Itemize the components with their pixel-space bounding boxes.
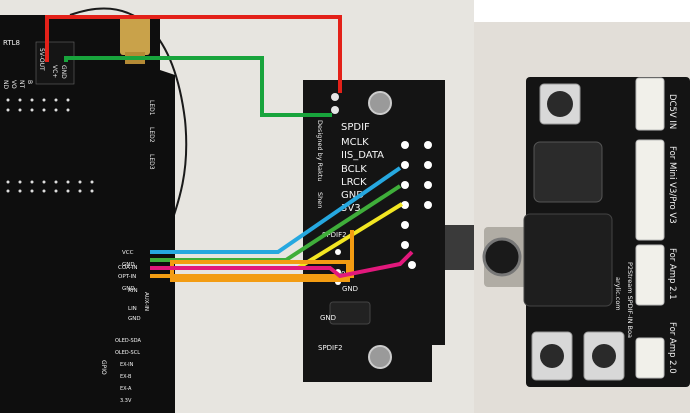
coax-jack	[523, 213, 613, 307]
pin-label-mclk: MCLK	[341, 137, 369, 148]
bottom-spdif2-label: SPDIF2	[318, 344, 343, 352]
pin-label-gnd: GND	[341, 190, 364, 201]
spdif2-label: SPDIF2	[322, 231, 347, 239]
bottom-gnd-label: GND	[320, 314, 336, 322]
website-text: arylic.com	[614, 277, 622, 311]
side-label-ex-in: EX-IN	[120, 362, 134, 368]
gpio-label: GPIO	[100, 360, 107, 375]
wiring	[45, 15, 414, 282]
side-label-coa-in: COA-IN	[118, 265, 137, 271]
chip-label: RTL8	[3, 39, 20, 47]
connector-dc5v	[635, 77, 665, 131]
wire-blue	[150, 166, 402, 254]
misc-label-2: NT	[18, 80, 25, 88]
optical-jack	[533, 141, 603, 203]
misc-label-3: B	[26, 80, 33, 84]
side-label-vcc: VCC	[122, 250, 134, 256]
misc-label-1: VO	[10, 80, 17, 89]
side-label-ex-b: EX-B	[120, 374, 132, 380]
designer-credit-2: Shen	[316, 192, 324, 208]
screw-head	[368, 91, 392, 115]
power-header-label: 5V-OUT	[38, 48, 45, 71]
side-label-gnd-3: GND	[128, 316, 141, 322]
wire-red	[45, 15, 342, 93]
middle-board-pins	[335, 141, 432, 285]
side-label-ex-a: EX-A	[120, 386, 132, 392]
side-label-gnd: GND	[122, 262, 135, 268]
mount-hole	[331, 106, 339, 114]
pin-label-lrck: LRCK	[341, 177, 367, 188]
mount-hole	[331, 93, 339, 101]
label-mini-v3: For Mini V3/Pro V3	[667, 146, 677, 224]
adapter-board-svg: DC5V IN For Mini V3/Pro V3 For Amp 2.1 F…	[482, 77, 690, 387]
side-label-oled-sda: OLED-SDA	[115, 338, 141, 344]
bottom-block	[329, 301, 371, 325]
label-amp-21: For Amp 2.1	[667, 248, 677, 300]
side-label-3v3: 3.3V	[120, 398, 132, 404]
capacitor-top	[547, 91, 573, 117]
connector-amp-20	[635, 337, 665, 379]
wire-green	[64, 56, 332, 117]
wire-magenta	[150, 250, 414, 279]
adapter-board-photo: DC5V IN For Mini V3/Pro V3 For Amp 2.1 F…	[474, 22, 690, 413]
connector-mini-v3	[635, 139, 665, 241]
screw-head	[368, 345, 392, 369]
wire-orange	[150, 230, 354, 282]
wiring-photo: 5V-OUT VC+ GND RTL8 ND VO NT B	[0, 0, 474, 413]
led-label-2: LED2	[148, 127, 155, 143]
power-pin-vc: VC+	[51, 65, 58, 78]
rca-hole	[482, 237, 522, 277]
antenna-cable	[69, 7, 188, 241]
pin-label-3v3: 3V3	[341, 203, 361, 214]
misc-label-0: ND	[2, 80, 9, 89]
side-label-oled-scl: OLED-SCL	[115, 350, 140, 356]
brand-text: P2Stream SPDIF-IN Boa	[626, 262, 634, 338]
side-label-aux-in: AUX-IN	[143, 292, 149, 311]
capacitor-top	[540, 344, 564, 368]
brass-standoff	[120, 15, 150, 55]
rca-jack-side	[445, 225, 474, 270]
power-header	[35, 41, 75, 85]
pin-label-bclk: BCLK	[341, 164, 367, 175]
side-label-opt-in: OPT-IN	[118, 274, 136, 280]
pin-label-spdif: SPDIF	[341, 122, 370, 133]
spdif-gnd-label: GND	[342, 285, 358, 293]
led-label-1: LED1	[148, 100, 155, 116]
main-board	[0, 15, 175, 413]
side-label-rin: RIN	[128, 288, 138, 294]
pin-row-top	[6, 98, 70, 112]
capacitor-top	[592, 344, 616, 368]
power-pin-gnd: GND	[60, 65, 67, 79]
label-amp-20: For Amp 2.0	[667, 322, 677, 374]
wiring-photo-svg: 5V-OUT VC+ GND RTL8 ND VO NT B	[0, 7, 474, 413]
led-label-3: LED3	[148, 154, 155, 170]
pin-row-mid	[6, 180, 94, 193]
side-label-lin: LIN	[128, 306, 137, 312]
connector-amp-21	[635, 244, 665, 306]
pin-label-iis-data: IIS_DATA	[341, 150, 384, 161]
designer-credit: Designed by Raktu	[316, 120, 324, 181]
side-label-gnd-2: GND	[122, 286, 135, 292]
label-dc5v: DC5V IN	[667, 94, 677, 129]
